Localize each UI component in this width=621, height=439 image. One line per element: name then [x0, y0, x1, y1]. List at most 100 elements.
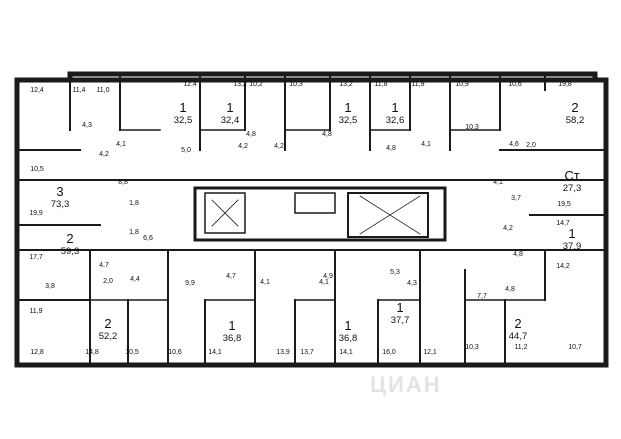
room-area: 11,9	[29, 308, 42, 315]
apartment-total-area: 32,4	[221, 115, 240, 126]
room-area: 10,9	[455, 81, 469, 88]
room-area: 16,0	[382, 349, 396, 356]
room-area: 6,6	[143, 235, 153, 242]
apartment-rooms: 1	[344, 318, 351, 333]
room-area: 8,8	[118, 179, 128, 186]
room-area: 12,1	[423, 349, 437, 356]
room-area: 10,6	[168, 349, 182, 356]
room-area: 4,2	[274, 143, 284, 150]
apartment-rooms: 2	[104, 316, 111, 331]
apartment-total-area: 36,8	[223, 333, 242, 344]
apartment-rooms: 2	[571, 100, 578, 115]
room-area: 7,7	[477, 293, 487, 300]
room-area: 12,4	[183, 81, 197, 88]
room-area: 13,9	[276, 349, 290, 356]
room-area: 19,8	[558, 81, 572, 88]
room-area: 10,5	[30, 166, 44, 173]
room-area: 1,8	[129, 229, 139, 236]
room-area: 10,6	[508, 81, 522, 88]
apartment-total-area: 59,3	[61, 246, 80, 257]
apartment-rooms: Ст	[564, 168, 579, 183]
room-area: 10,3	[465, 344, 479, 351]
apartment-rooms: 3	[56, 184, 63, 199]
room-area: 13,7	[300, 349, 314, 356]
apartment-rooms: 2	[66, 231, 73, 246]
apartment-total-area: 36,8	[339, 333, 358, 344]
room-area: 14,8	[85, 349, 99, 356]
room-area: 19,5	[557, 201, 571, 208]
apartment-total-area: 58,2	[566, 115, 585, 126]
room-area: 14,1	[208, 349, 222, 356]
room-area: 4,4	[130, 276, 140, 283]
room-area: 13,2	[233, 81, 247, 88]
room-area: 4,1	[421, 141, 431, 148]
room-area: 11,2	[514, 344, 527, 351]
apartment-total-area: 27,3	[563, 183, 582, 194]
room-area: 4,3	[407, 280, 417, 287]
room-area: 4,2	[99, 151, 109, 158]
watermark: ЦИАН	[370, 372, 442, 397]
room-area: 2,0	[103, 278, 113, 285]
room-area: 4,1	[116, 141, 126, 148]
apartment-rooms: 1	[396, 300, 403, 315]
room-area: 4,2	[503, 225, 513, 232]
room-area: 9,9	[185, 280, 195, 287]
apartment-total-area: 32,5	[339, 115, 358, 126]
room-area: 10,5	[125, 349, 139, 356]
room-area: 5,3	[390, 269, 400, 276]
room-area: 4,3	[82, 122, 92, 129]
apartment-rooms: 2	[514, 316, 521, 331]
apartment-total-area: 37,7	[391, 315, 410, 326]
apartment-rooms: 1	[344, 100, 351, 115]
room-area: 4,7	[99, 262, 109, 269]
room-area: 14,7	[556, 220, 570, 227]
room-area: 4,1	[493, 179, 503, 186]
room-area: 17,7	[29, 254, 43, 261]
room-area: 13,2	[339, 81, 353, 88]
room-area: 4,8	[513, 251, 523, 258]
room-area: 10,2	[249, 81, 263, 88]
room-area: 4,6	[509, 141, 519, 148]
room-area: 11,9	[411, 81, 424, 88]
apartment-rooms: 1	[226, 100, 233, 115]
apartment-total-area: 73,3	[51, 199, 70, 210]
room-area: 11,8	[374, 81, 387, 88]
apartment-total-area: 32,6	[386, 115, 405, 126]
room-area: 12,8	[30, 349, 44, 356]
apartment-total-area: 32,5	[174, 115, 193, 126]
room-area: 3,7	[511, 195, 521, 202]
room-area: 4,2	[238, 143, 248, 150]
room-area: 1,8	[129, 200, 139, 207]
apartment-rooms: 1	[391, 100, 398, 115]
room-area: 19,9	[29, 210, 43, 217]
room-area: 10,3	[289, 81, 303, 88]
apartment-labels: 132,5132,4132,5132,6258,2373,3Ст27,3259,…	[51, 100, 585, 344]
room-area: 4,8	[322, 131, 332, 138]
room-area: 4,8	[386, 145, 396, 152]
room-area: 12,4	[30, 87, 44, 94]
room-area: 11,0	[96, 87, 109, 94]
room-area: 10,3	[465, 124, 479, 131]
room-area: 4,8	[505, 286, 515, 293]
apartment-total-area: 52,2	[99, 331, 118, 342]
room-area: 4,9	[323, 273, 333, 280]
walls	[14, 71, 609, 368]
apartment-rooms: 1	[568, 226, 575, 241]
apartment-total-area: 37,9	[563, 241, 582, 252]
room-area: 14,1	[339, 349, 353, 356]
room-area: 4,7	[226, 273, 236, 280]
room-area: 2,0	[526, 142, 536, 149]
room-area: 4,8	[246, 131, 256, 138]
room-area: 4,1	[260, 279, 270, 286]
apartment-rooms: 1	[179, 100, 186, 115]
room-area: 5,0	[181, 147, 191, 154]
apartment-rooms: 1	[228, 318, 235, 333]
apartment-total-area: 44,7	[509, 331, 528, 342]
room-area: 3,8	[45, 283, 55, 290]
room-area: 4,1	[319, 279, 329, 286]
room-area: 10,7	[568, 344, 582, 351]
room-area: 11,4	[72, 87, 85, 94]
room-area: 14,2	[556, 263, 570, 270]
